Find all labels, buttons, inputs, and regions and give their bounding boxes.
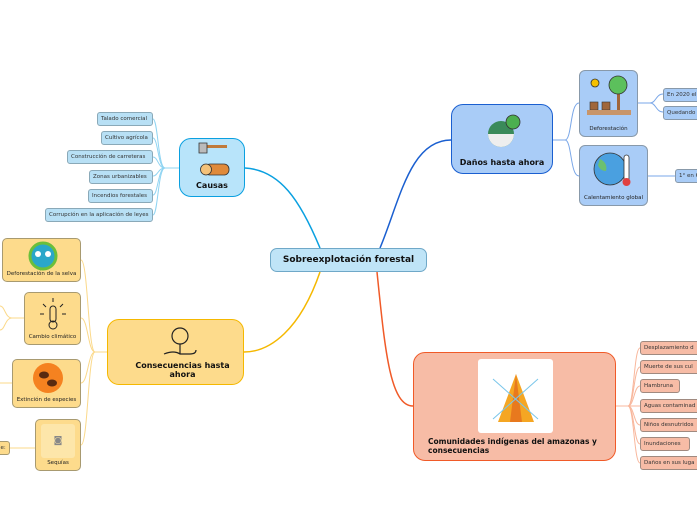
calentamiento-node[interactable]: Calentamiento global — [579, 145, 648, 206]
paw-prints-icon — [33, 363, 63, 393]
comunidades-label: Comunidades indígenas del amazonas y con… — [428, 437, 597, 455]
comunidad-item[interactable]: Muerte de sus cul — [640, 360, 697, 374]
causa-item[interactable]: Talado comercial — [97, 112, 153, 126]
thermometer-sun-icon — [40, 298, 66, 330]
causas-label: Causas — [196, 181, 228, 190]
danos-label: Daños hasta ahora — [459, 158, 545, 167]
consecuencias-label: Consecuencias hasta ahora — [135, 361, 230, 379]
comunidad-item[interactable]: Aguas contaminad — [640, 399, 697, 413]
label: Sequías — [47, 460, 69, 466]
teepee-image — [478, 359, 553, 433]
teepee-icon — [492, 374, 539, 422]
deforestacion-item[interactable]: En 2020 el — [663, 88, 697, 102]
comunidad-item[interactable]: Desplazamiento d — [640, 341, 697, 355]
consecuencia-extincion[interactable]: Extinción de especies — [12, 359, 81, 408]
sick-earth-icon — [28, 241, 58, 271]
axe-log-icon — [198, 142, 230, 176]
calentamiento-item[interactable]: 1° en 6 — [675, 169, 697, 183]
deforestacion-label: Deforestación — [589, 126, 628, 132]
causa-item[interactable]: Corrupción en la aplicación de leyes — [45, 208, 153, 222]
comunidad-item[interactable]: Hambruna — [640, 379, 680, 393]
camera-icon: ◙ — [53, 436, 63, 446]
plant-hand-icon — [163, 327, 197, 355]
comunidad-item[interactable]: Daños en sus luga — [640, 456, 697, 470]
comunidades-node[interactable]: Comunidades indígenas del amazonas y con… — [413, 352, 616, 461]
consecuencia-deforestacion[interactable]: Deforestación de la selva — [2, 238, 81, 282]
consecuencias-node[interactable]: Consecuencias hasta ahora — [107, 319, 244, 385]
central-topic-label: Sobreexplotación forestal — [282, 255, 415, 265]
central-topic[interactable]: Sobreexplotación forestal — [270, 248, 427, 272]
comunidad-item[interactable]: Niños desnutridos — [640, 418, 697, 432]
deforestacion-item[interactable]: Quedando — [663, 106, 697, 120]
calentamiento-label: Calentamiento global — [584, 195, 643, 201]
earth-thermometer-icon — [593, 152, 631, 186]
causa-item[interactable]: Incendios forestales — [88, 189, 153, 203]
causa-item[interactable]: Construcción de carreteras — [67, 150, 153, 164]
forest-globe-icon — [488, 114, 521, 147]
sequias-item[interactable]: le: — [0, 441, 10, 455]
label: Extinción de especies — [16, 397, 77, 403]
label: Cambio climático — [28, 334, 77, 340]
consecuencia-sequias[interactable]: ◙ Sequías — [35, 419, 81, 471]
consecuencia-cambio[interactable]: Cambio climático — [24, 292, 81, 345]
deforestation-icon — [587, 75, 631, 115]
causa-item[interactable]: Zonas urbanizables — [89, 170, 153, 184]
causa-item[interactable]: Cultivo agrícola — [101, 131, 153, 145]
label: Deforestación de la selva — [6, 271, 77, 277]
danos-node[interactable]: Daños hasta ahora — [451, 104, 553, 174]
image-placeholder: ◙ — [41, 424, 75, 458]
deforestacion-node[interactable]: Deforestación — [579, 70, 638, 137]
causas-node[interactable]: Causas — [179, 138, 245, 197]
comunidad-item[interactable]: Inundaciones — [640, 437, 690, 451]
